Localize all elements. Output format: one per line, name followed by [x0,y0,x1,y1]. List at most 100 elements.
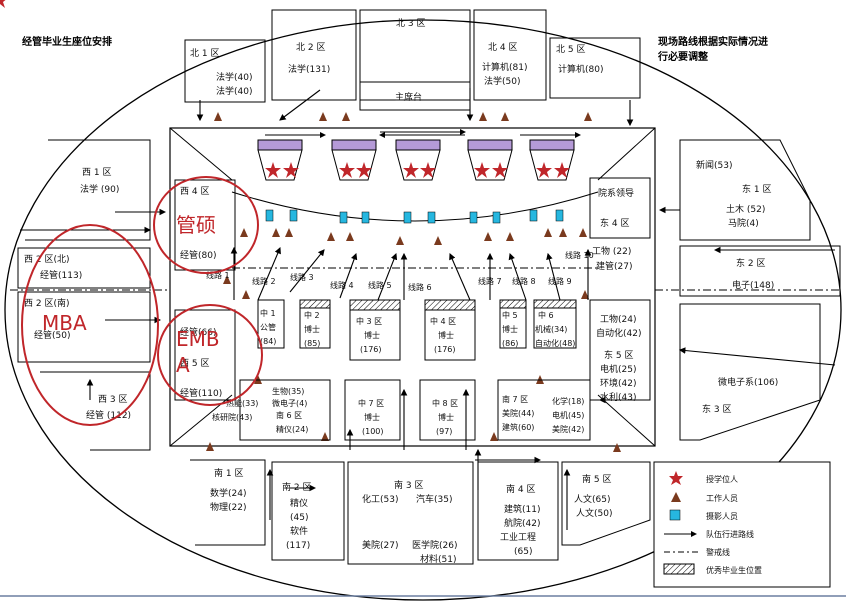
svg-text:物理(22): 物理(22) [210,501,246,513]
svg-text:(85): (85) [304,339,320,348]
svg-text:(86): (86) [502,339,518,348]
zone-center-3: 中 3 区 博士 (176) [349,299,401,361]
route-label-10: 线路 10 [565,250,594,260]
zone-east-4: 院系领导 东 4 区 [589,177,651,239]
zone-south-5: 南 5 区 人文(65) 人文(50) [561,461,651,546]
svg-text:南 3 区: 南 3 区 [394,479,423,491]
svg-text:经管(50): 经管(50) [34,329,70,341]
svg-text:中 6: 中 6 [538,310,554,320]
svg-text:工业工程: 工业工程 [500,532,536,543]
svg-text:自动化(42): 自动化(42) [596,327,641,339]
svg-text:博士: 博士 [502,324,518,334]
svg-text:美院(44): 美院(44) [502,408,534,418]
svg-text:人文(50): 人文(50) [576,507,612,519]
svg-text:南 7 区: 南 7 区 [502,394,528,404]
zone-center-8: 中 8 区 博士 (97) [419,379,476,441]
zone-east-3: 微电子系(106) 东 3 区 [679,303,821,441]
svg-text:北 2 区: 北 2 区 [296,42,325,53]
zone-south-7: 南 7 区 美院(44) 建筑(60) 化学(18) 电机(45) 美院(42) [497,379,591,441]
svg-text:东 4 区: 东 4 区 [600,217,629,229]
legend-label-6: 优秀毕业生位置 [706,565,762,575]
svg-text:博士: 博士 [364,412,380,422]
red-highlight-circles [21,176,263,426]
svg-text:东 1 区: 东 1 区 [742,183,771,195]
svg-text:化学(18): 化学(18) [552,396,584,406]
svg-text:土木 (52): 土木 (52) [726,203,765,215]
svg-text:航院(42): 航院(42) [504,517,540,529]
svg-text:(100): (100) [362,427,384,436]
svg-text:马院(4): 马院(4) [728,217,759,229]
svg-text:西 1 区: 西 1 区 [82,167,111,178]
svg-text:精仪: 精仪 [290,497,308,509]
svg-text:化工(53): 化工(53) [362,493,398,505]
zone-center-1: 中 1 公管 (84) [257,299,285,349]
svg-text:南 5 区: 南 5 区 [582,473,611,485]
svg-text:汽车(35): 汽车(35) [416,493,452,505]
svg-text:数学(24): 数学(24) [210,487,246,499]
svg-text:博士: 博士 [438,330,454,340]
zone-east-5: 工物(24) 自动化(42) 东 5 区 电机(25) 环境(42) 水利(43… [589,299,651,403]
zone-east-1: 新闻(53) 东 1 区 土木 (52) 马院(4) [679,139,811,241]
svg-text:北 1 区: 北 1 区 [190,48,219,59]
svg-text:南 2 区: 南 2 区 [282,481,311,493]
zone-north-4: 北 4 区 计算机(81) 法学(50) [473,9,547,101]
svg-text:中 4 区: 中 4 区 [430,316,456,326]
svg-text:法学(50): 法学(50) [484,75,520,87]
route-label-2: 线路 2 [252,276,276,286]
overlay-mba: MBA [42,311,87,335]
red-star-icon [669,471,683,485]
svg-text:北 4 区: 北 4 区 [488,42,517,53]
svg-text:工物(24): 工物(24) [600,313,636,325]
svg-text:机械(34): 机械(34) [535,324,567,334]
overlay-emba-line1: EMB [176,327,220,351]
hatched-box-icon [663,563,695,575]
svg-text:计算机(81): 计算机(81) [482,61,527,73]
svg-text:(65): (65) [514,547,532,557]
svg-text:西 2 区(北): 西 2 区(北) [24,254,69,265]
svg-text:经管(113): 经管(113) [40,269,82,281]
svg-text:(97): (97) [436,427,452,436]
zone-south-3: 南 3 区 化工(53) 汽车(35) 美院(27) 医学院(26) 材料(51… [347,461,474,565]
svg-text:博士: 博士 [438,412,454,422]
svg-text:中 3 区: 中 3 区 [356,316,382,326]
zone-center-4: 中 4 区 博士 (176) [424,299,476,361]
legend-label-1: 授学位人 [706,474,738,484]
svg-text:电机(25): 电机(25) [600,363,636,375]
zone-west-5: 经管(66) 西 5 区 经管(110) [174,309,236,401]
legend: 授学位人 工作人员 摄影人员 队伍行进路线 警戒线 优秀毕业生位置 [653,461,831,588]
svg-text:建筑(60): 建筑(60) [502,422,534,432]
svg-text:西 3 区: 西 3 区 [98,394,127,405]
svg-text:计算机(80): 计算机(80) [558,63,603,75]
zone-west-2-north: 西 2 区(北) 经管(113) [17,247,151,289]
route-label-5: 线路 5 [368,280,392,290]
staff-triangles [206,112,621,452]
svg-text:经管(66): 经管(66) [180,326,216,338]
legend-label-4: 队伍行进路线 [706,529,754,539]
svg-text:经管 (112): 经管 (112) [86,409,131,421]
svg-text:东 5 区: 东 5 区 [604,349,633,361]
brown-triangle-icon [671,492,681,502]
svg-text:北 3 区: 北 3 区 [396,18,425,29]
svg-text:美院(42): 美院(42) [552,424,584,434]
svg-text:医学院(26): 医学院(26) [412,539,457,551]
svg-text:美院(27): 美院(27) [362,539,398,551]
svg-text:材料(51): 材料(51) [420,553,456,565]
overlay-emba-line2: A [176,353,190,377]
svg-text:中 2: 中 2 [304,310,320,320]
svg-text:(45): (45) [290,513,308,523]
svg-text:南 1 区: 南 1 区 [214,467,243,479]
zone-south-1: 南 1 区 数学(24) 物理(22) [190,459,266,546]
route-label-1: 线路 1 [206,270,230,280]
svg-text:西 2 区(南): 西 2 区(南) [24,297,69,309]
left-title: 经管毕业生座位安排 [22,35,112,48]
legend-label-2: 工作人员 [706,493,738,503]
svg-text:环境(42): 环境(42) [600,377,636,389]
route-label-6: 线路 6 [408,282,432,292]
svg-text:主席台: 主席台 [395,91,422,103]
legend-label-5: 警戒线 [706,547,730,557]
legend-label-3: 摄影人员 [706,511,738,521]
zone-west-2-south: 西 2 区(南) 经管(50) [17,291,151,363]
svg-text:(176): (176) [360,345,382,354]
svg-text:法学 (90): 法学 (90) [80,183,119,195]
